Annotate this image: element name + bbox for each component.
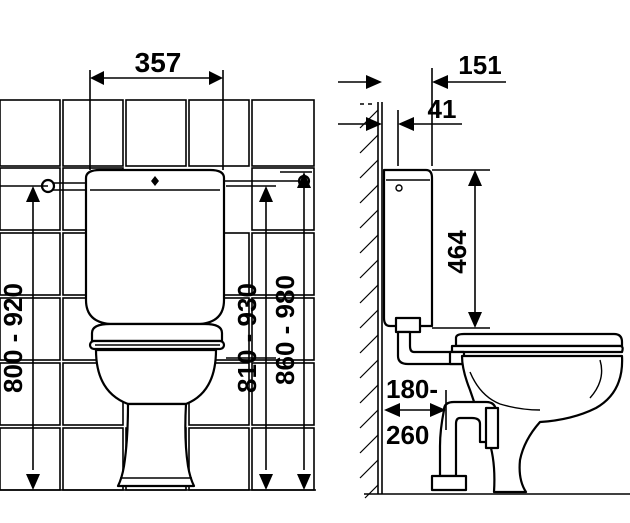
label-357: 357 [135,47,182,78]
front-cistern [84,168,226,326]
dimension-810-930 [226,185,276,490]
label-260: 260 [386,420,429,450]
label-41: 41 [428,94,457,124]
dimension-180-260 [384,390,447,430]
label-800-920: 800 - 920 [0,283,28,393]
front-bowl [94,348,218,488]
label-464: 464 [442,230,472,274]
dimension-860-980 [280,171,312,490]
side-bowl [460,354,624,494]
dimension-151 [338,68,506,166]
side-wall [359,102,383,499]
label-860-980: 860 - 980 [270,275,300,385]
front-seat [88,322,226,351]
label-810-930: 810 - 930 [232,283,262,393]
side-seat [448,332,624,366]
side-view: 151 41 464 180- 260 [338,50,630,499]
label-180: 180- [386,374,438,404]
dimension-41 [338,110,462,166]
dimension-464 [432,169,490,329]
side-outlet-trap [430,400,500,492]
dimension-800-920 [0,185,48,490]
front-view: 357 800 - 920 810 - 930 860 - 980 [0,47,316,491]
dimension-357 [89,70,224,170]
label-151: 151 [458,50,501,80]
side-cistern [382,168,434,328]
